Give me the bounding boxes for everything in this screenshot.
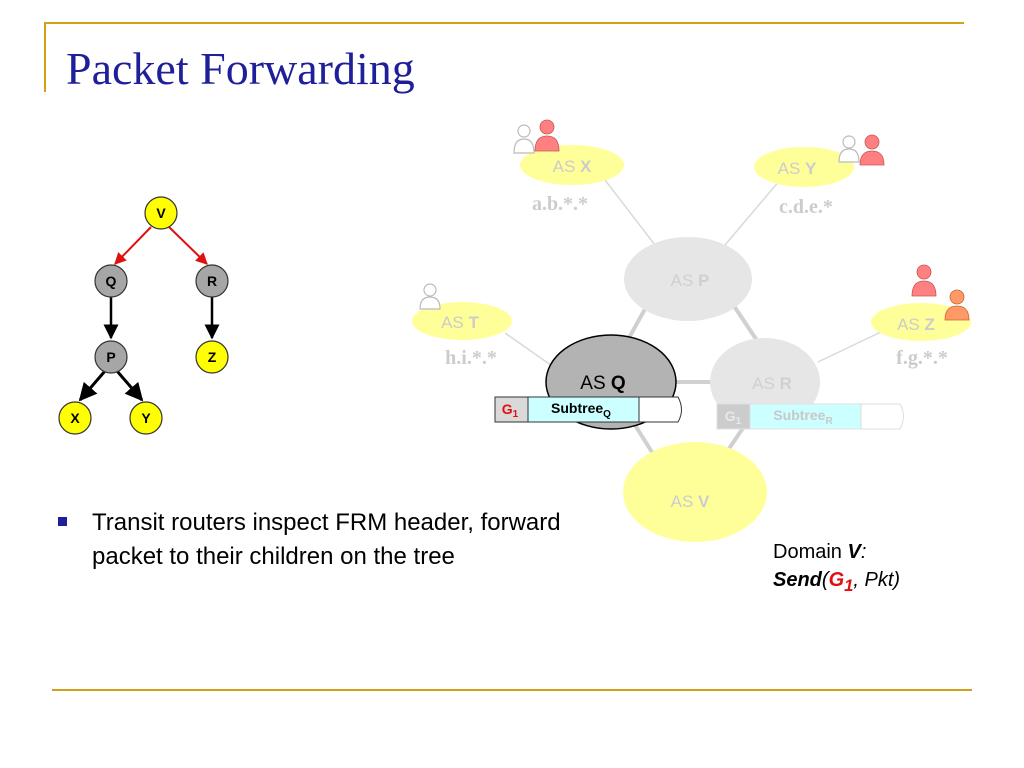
tree-edge-p-y xyxy=(115,370,144,402)
as-y-node xyxy=(754,147,854,187)
link-p-x xyxy=(604,179,656,246)
link-p-y xyxy=(724,179,781,246)
user-outline-icon xyxy=(838,135,860,163)
header-r-subtree: SubtreeR xyxy=(773,407,833,427)
bottom-rule xyxy=(52,689,972,691)
as-t-prefix: h.i.*.* xyxy=(445,347,497,369)
tree-edge-v-q xyxy=(114,226,152,265)
as-x-node xyxy=(520,145,624,185)
as-v-node xyxy=(623,442,767,542)
frm-header-r: G1 SubtreeR xyxy=(716,403,904,430)
tree-node-v-label: V xyxy=(156,205,166,221)
tree-node-r-label: R xyxy=(207,273,217,289)
tree-node-q-label: Q xyxy=(106,273,117,289)
send-caption: Domain V: Send(G1, Pkt) xyxy=(773,538,900,600)
user-red-icon xyxy=(911,264,937,297)
as-q-label: AS Q xyxy=(580,373,625,394)
tree-node-z-label: Z xyxy=(208,349,217,365)
link-t-q xyxy=(504,332,556,369)
header-q-subtree: SubtreeQ xyxy=(551,400,611,420)
as-v-label: AS V xyxy=(671,492,710,511)
user-outline-icon xyxy=(419,283,441,310)
header-q-group: G1 xyxy=(502,401,519,420)
tree-node-z xyxy=(195,340,229,374)
top-rule xyxy=(44,22,964,24)
tree-node-x xyxy=(58,401,92,435)
frm-header-q: G1 SubtreeQ xyxy=(494,396,682,423)
bullet-text: Transit routers inspect FRM header, forw… xyxy=(92,509,561,570)
caption-line-1: Domain V: xyxy=(773,541,867,563)
as-z-label: AS Z xyxy=(897,315,935,334)
as-t-label: AS T xyxy=(441,313,479,332)
as-z-prefix: f.g.*.* xyxy=(896,347,948,369)
user-outline-icon xyxy=(513,124,535,154)
as-y-label: AS Y xyxy=(778,159,817,178)
as-y-prefix: c.d.e.* xyxy=(779,196,833,218)
title-accent-line xyxy=(44,22,46,92)
user-red-icon xyxy=(534,119,560,152)
slide-title: Packet Forwarding xyxy=(66,43,415,94)
as-p-node xyxy=(624,237,752,321)
tree-edge-p-x xyxy=(78,370,107,402)
tree-node-p-label: P xyxy=(106,349,115,365)
as-x-label: AS X xyxy=(553,157,592,176)
tree-node-r xyxy=(195,264,229,298)
tree-node-x-label: X xyxy=(70,410,80,426)
as-network: AS X a.b.*.* AS Y c.d.e.* AS P AS T h.i.… xyxy=(412,119,971,542)
multicast-tree: V Q R P Z X Y xyxy=(58,196,229,435)
as-x-prefix: a.b.*.* xyxy=(532,193,588,215)
tree-node-p xyxy=(94,340,128,374)
tree-node-q xyxy=(94,264,128,298)
caption-line-2: Send(G1, Pkt) xyxy=(773,569,901,595)
header-r-group: G1 xyxy=(725,408,742,427)
user-orange-icon xyxy=(944,289,970,321)
tree-node-y-label: Y xyxy=(141,410,151,426)
as-t-node xyxy=(412,302,512,340)
bullet-square-icon xyxy=(58,517,67,526)
tree-edge-v-r xyxy=(168,226,208,265)
tree-node-y xyxy=(129,401,163,435)
as-r-label: AS R xyxy=(752,374,792,393)
link-z-r xyxy=(817,329,886,363)
as-p-label: AS P xyxy=(671,271,710,290)
user-red-icon xyxy=(859,134,885,166)
tree-node-v xyxy=(144,196,178,230)
